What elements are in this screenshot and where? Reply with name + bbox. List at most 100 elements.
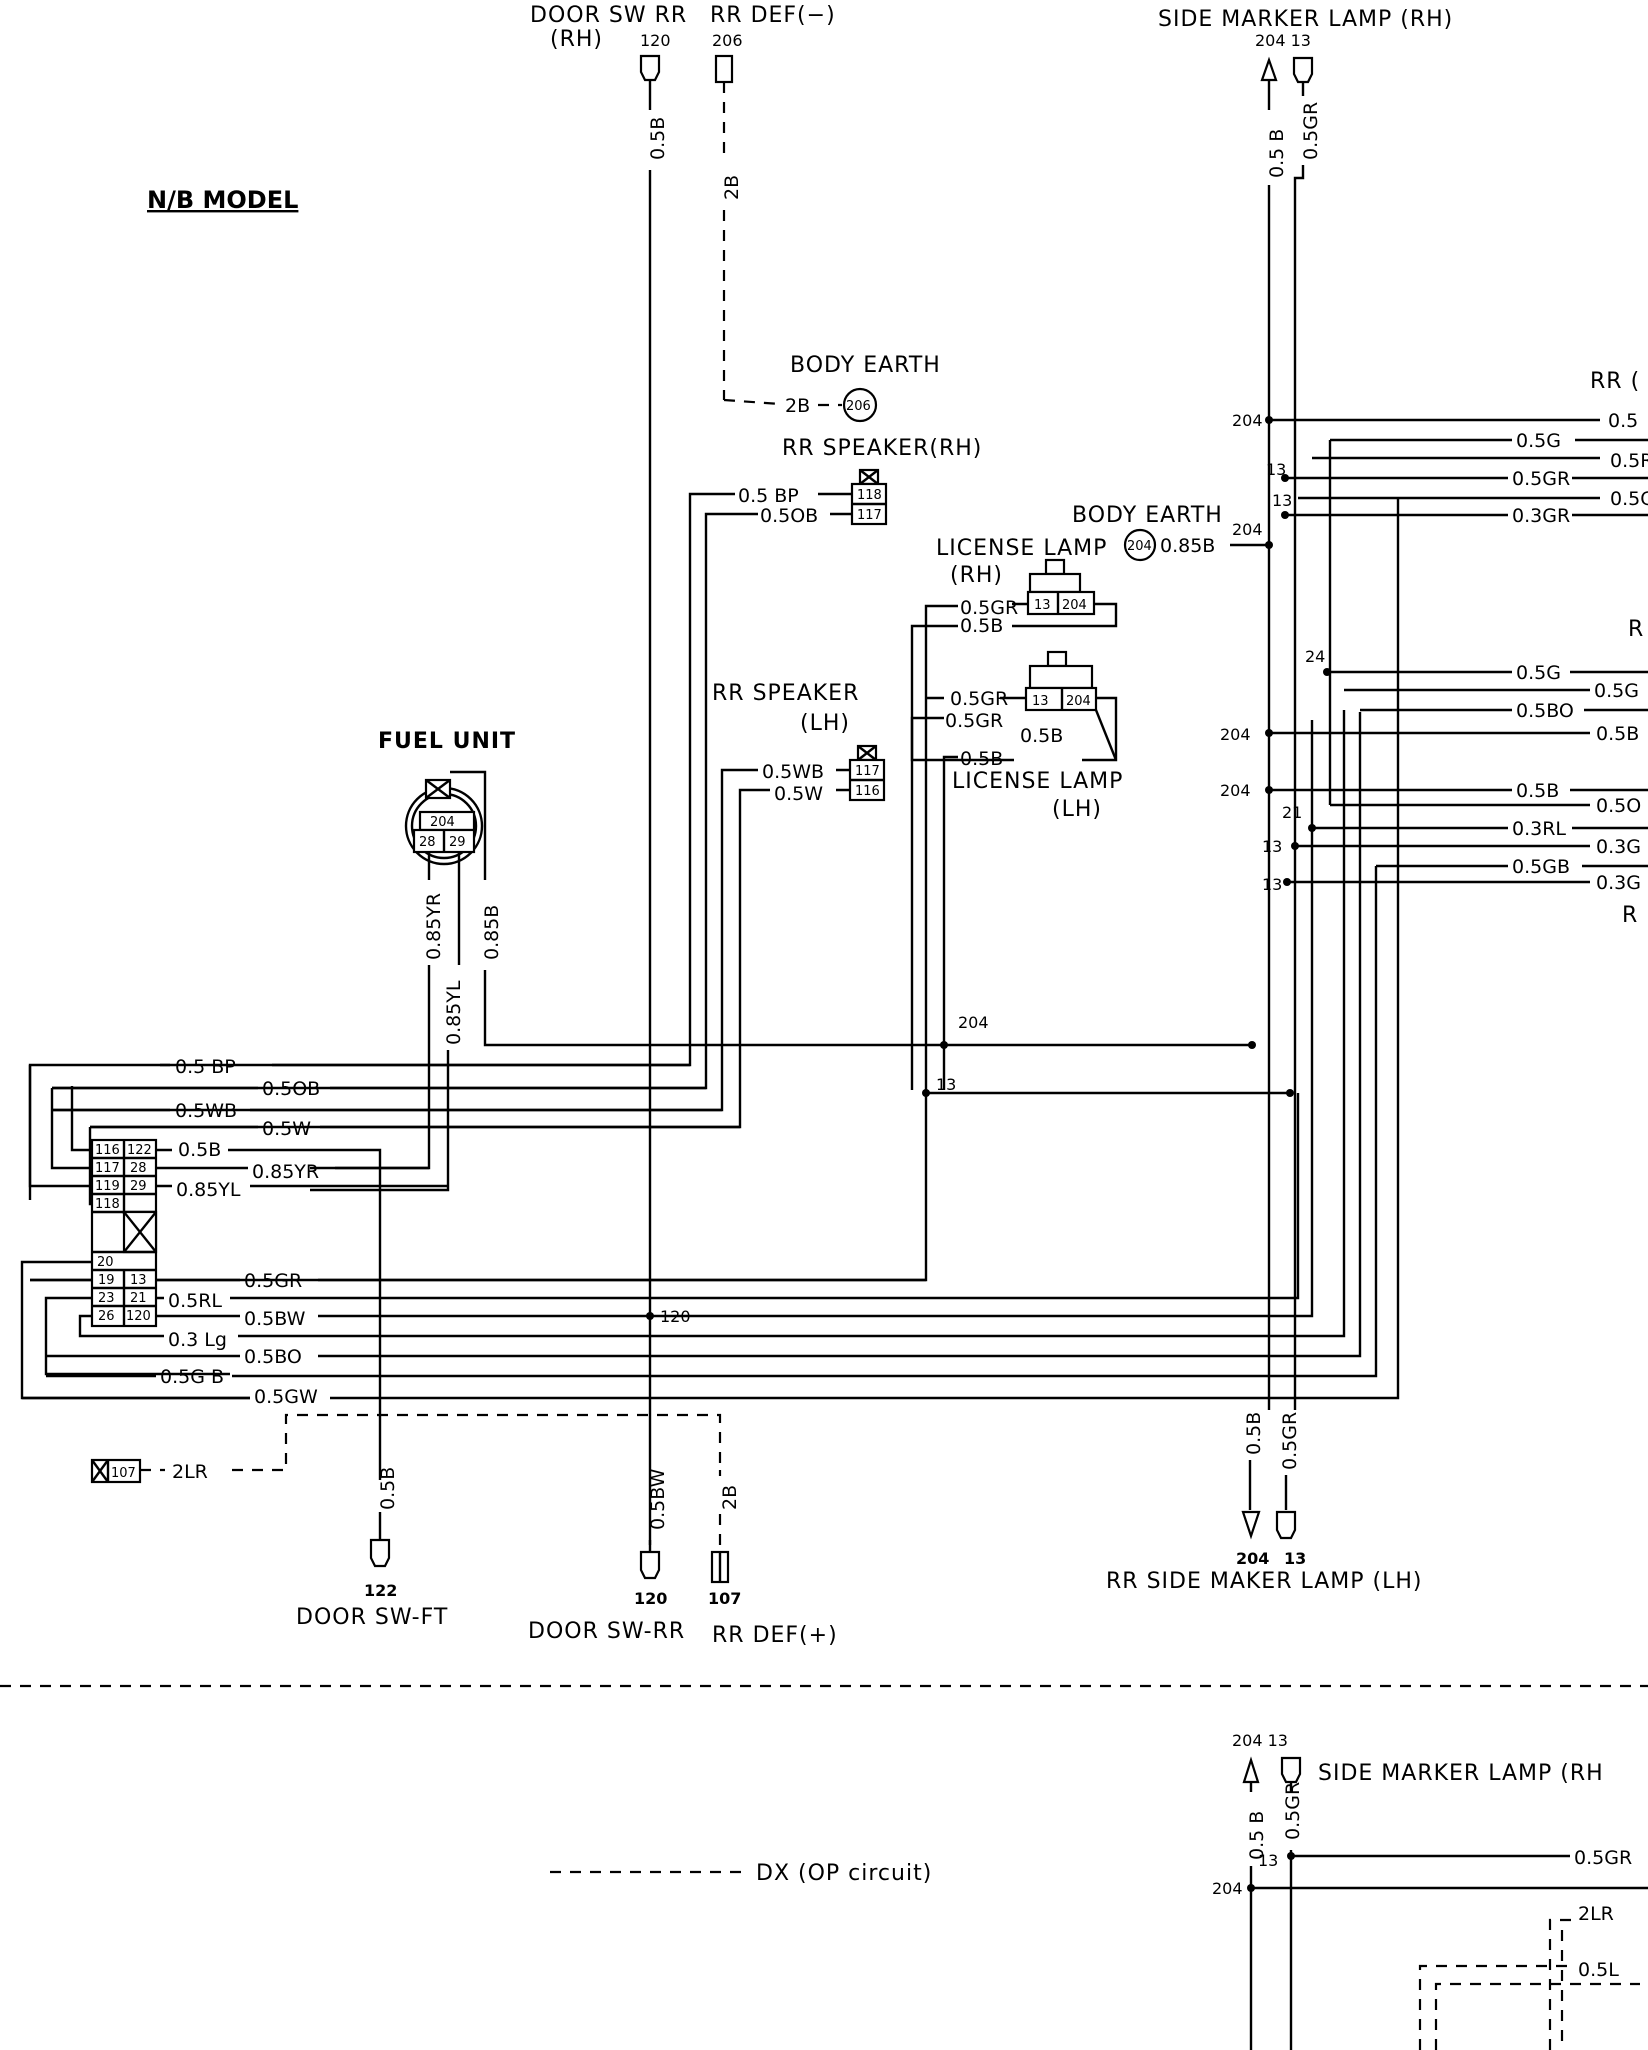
license-lamp-rh-wire-1: 0.5GR — [960, 597, 1018, 619]
door-sw-rr-rh-pin: 120 — [640, 31, 671, 50]
bullet-connector-icon — [369, 1538, 391, 1568]
lower-wire-1: 0.5 B — [1246, 1811, 1268, 1860]
bullet-connector-icon — [1292, 56, 1314, 84]
block-wire-05gr: 0.5GR — [244, 1270, 302, 1292]
rw-top-5: 0.3GR — [1512, 505, 1570, 527]
block-pin-20: 20 — [97, 1255, 114, 1270]
fuel-unit-label: FUEL UNIT — [378, 729, 516, 754]
connector-block: 116 122 117 28 119 29 118 20 19 13 23 21… — [20, 710, 1400, 1480]
rw-mid-4: 0.5B — [1516, 780, 1559, 802]
lower-side-marker-label: SIDE MARKER LAMP (RH — [1318, 1761, 1604, 1786]
rr-speaker-rh: RR SPEAKER(RH) 118 117 0.5 BP 0.5OB — [28, 436, 982, 1200]
lower-section: DX (OP circuit) 204 13 SIDE MARKER LAMP … — [550, 1731, 1648, 2050]
rr-speaker-lh-pin-2: 116 — [855, 784, 880, 799]
body-earth-206-wire: 2B — [785, 395, 810, 417]
node-top-13a: 13 — [1266, 460, 1286, 479]
rr-def-minus-label: RR DEF(−) — [710, 3, 836, 28]
connector-lock-icon — [1046, 650, 1068, 668]
rw-mid-8: 0.5GB — [1512, 856, 1570, 878]
license-lamp-rh: LICENSE LAMP (RH) 13 204 0.5GR 0.5B — [30, 536, 1118, 1282]
ground-icon — [842, 387, 878, 423]
block-pin-118: 118 — [95, 1197, 120, 1212]
rr-side-lh-wire-2: 0.5GR — [1279, 1412, 1301, 1470]
license-lamp-rh-pin-1: 13 — [1034, 598, 1051, 613]
fuel-unit: FUEL UNIT 204 28 29 0.85B 0.85YR 0.85YL — [310, 729, 1252, 1192]
blade-connector-icon — [714, 54, 734, 84]
fuel-unit-wire-085yl: 0.85YL — [443, 980, 465, 1045]
door-sw-rr-wire: 0.5BW — [647, 1468, 669, 1530]
node-mid-21: 21 — [1282, 803, 1302, 822]
side-marker-rh-label: SIDE MARKER LAMP (RH) — [1158, 7, 1453, 32]
license-lamp-lh-label-1: LICENSE LAMP — [952, 769, 1123, 794]
rw-top-4: 0.5G — [1610, 488, 1648, 510]
license-lamp-lh-label-2: (LH) — [1052, 797, 1102, 822]
bullet-connector-icon — [1280, 1756, 1302, 1784]
block-wire-05w: 0.5W — [262, 1118, 311, 1140]
ground-icon — [1123, 528, 1157, 562]
block-wire-05bp: 0.5 BP — [175, 1056, 236, 1078]
body-earth-206-pin: 206 — [846, 399, 871, 414]
fuel-unit-pin-left: 28 — [419, 835, 436, 850]
block-pin-116: 116 — [95, 1143, 120, 1158]
rw-mid-3: 0.5B — [1596, 723, 1639, 745]
door-sw-rr: 0.5BW 120 DOOR SW-RR — [528, 1468, 684, 1644]
node-top-204a: 204 — [1232, 411, 1263, 430]
block-pin-21: 21 — [130, 1291, 147, 1306]
rw-mid-0: 0.5G — [1516, 662, 1561, 684]
block-pin-23: 23 — [98, 1291, 115, 1306]
right-mid-letter-2: R — [1622, 903, 1638, 928]
door-sw-rr-rh-label-1: DOOR SW RR — [530, 3, 687, 28]
rw-top-1: 0.5G — [1516, 430, 1561, 452]
side-marker-rh-pins: 204 13 — [1255, 31, 1311, 50]
rr-def-plus-wire: 2B — [719, 1485, 741, 1510]
license-lamp-lh-pin-2: 204 — [1066, 694, 1091, 709]
rw-mid-2: 0.5BO — [1516, 700, 1574, 722]
rr-speaker-lh-label-1: RR SPEAKER — [712, 681, 859, 706]
side-marker-rh-wire-1: 0.5 B — [1266, 129, 1288, 178]
door-sw-rr-pin: 120 — [634, 1589, 667, 1608]
license-lamp-lh-wire-1: 0.5GR — [950, 688, 1008, 710]
block-pin-119: 119 — [95, 1179, 120, 1194]
rw-top-2: 0.5R — [1610, 450, 1648, 472]
door-sw-ft-label: DOOR SW-FT — [296, 1605, 448, 1630]
spade-connector-icon — [1260, 56, 1278, 82]
body-earth-204-pin: 204 — [1127, 539, 1152, 554]
rr-def-minus-connector: RR DEF(−) 206 2B — [710, 3, 836, 406]
connector-lock-icon — [1044, 558, 1066, 576]
body-earth-204-wire: 0.85B — [1160, 535, 1215, 557]
rw-mid-1: 0.5G — [1594, 680, 1639, 702]
rr-def-plus: 2B 107 RR DEF(+) — [708, 1470, 837, 1648]
bus-lines: 204 13 — [922, 1013, 1294, 1097]
body-earth-204: BODY EARTH 204 0.85B — [1072, 503, 1268, 562]
block-wire-085yl: 0.85YL — [176, 1179, 241, 1201]
rr-def-minus-pin: 206 — [712, 31, 743, 50]
block-pin-19: 19 — [98, 1273, 115, 1288]
rw-mid-9: 0.3G — [1596, 872, 1641, 894]
block-wire-03lg: 0.3 Lg — [168, 1329, 227, 1351]
door-sw-rr-rh-wire: 0.5B — [647, 117, 669, 160]
license-lamp-rh-label-2: (RH) — [950, 563, 1003, 588]
rr-speaker-rh-label: RR SPEAKER(RH) — [782, 436, 982, 461]
license-lamp-lh-wire-2: 0.5GR — [945, 710, 1003, 732]
door-sw-ft: 0.5B 122 DOOR SW-FT — [296, 1467, 448, 1630]
block-wire-05bo: 0.5BO — [244, 1346, 302, 1368]
rw-mid-6: 0.3RL — [1512, 818, 1566, 840]
license-lamp-lh-pin-1: 13 — [1032, 694, 1049, 709]
rr-def-plus-pin: 107 — [708, 1589, 741, 1608]
rw-top-0: 0.5 — [1608, 410, 1638, 432]
rr-speaker-rh-pin-1: 118 — [857, 488, 882, 503]
lower-node-13: 13 — [1258, 1851, 1278, 1870]
block-wire-05b: 0.5B — [178, 1139, 221, 1161]
node-mid-204a: 204 — [1220, 725, 1251, 744]
door-sw-rr-rh-label-2: (RH) — [550, 27, 603, 52]
junction-204-label: 204 — [958, 1013, 989, 1032]
lower-wire-05l: 0.5L — [1578, 1959, 1619, 1981]
license-lamp-lh-wire-3: 0.5B — [1020, 725, 1063, 747]
fuel-unit-wire-085b: 0.85B — [481, 905, 503, 960]
rr-side-lh-pin-1: 204 — [1236, 1549, 1269, 1568]
license-lamp-lh: 13 204 0.5GR 0.5GR 0.5B 0.5B LICENSE LAM… — [910, 650, 1123, 1090]
rr-speaker-rh-wire-1: 0.5 BP — [738, 485, 799, 507]
junction-13-label: 13 — [936, 1075, 956, 1094]
block-pin-13: 13 — [130, 1273, 147, 1288]
rr-speaker-rh-wire-2: 0.5OB — [760, 505, 818, 527]
